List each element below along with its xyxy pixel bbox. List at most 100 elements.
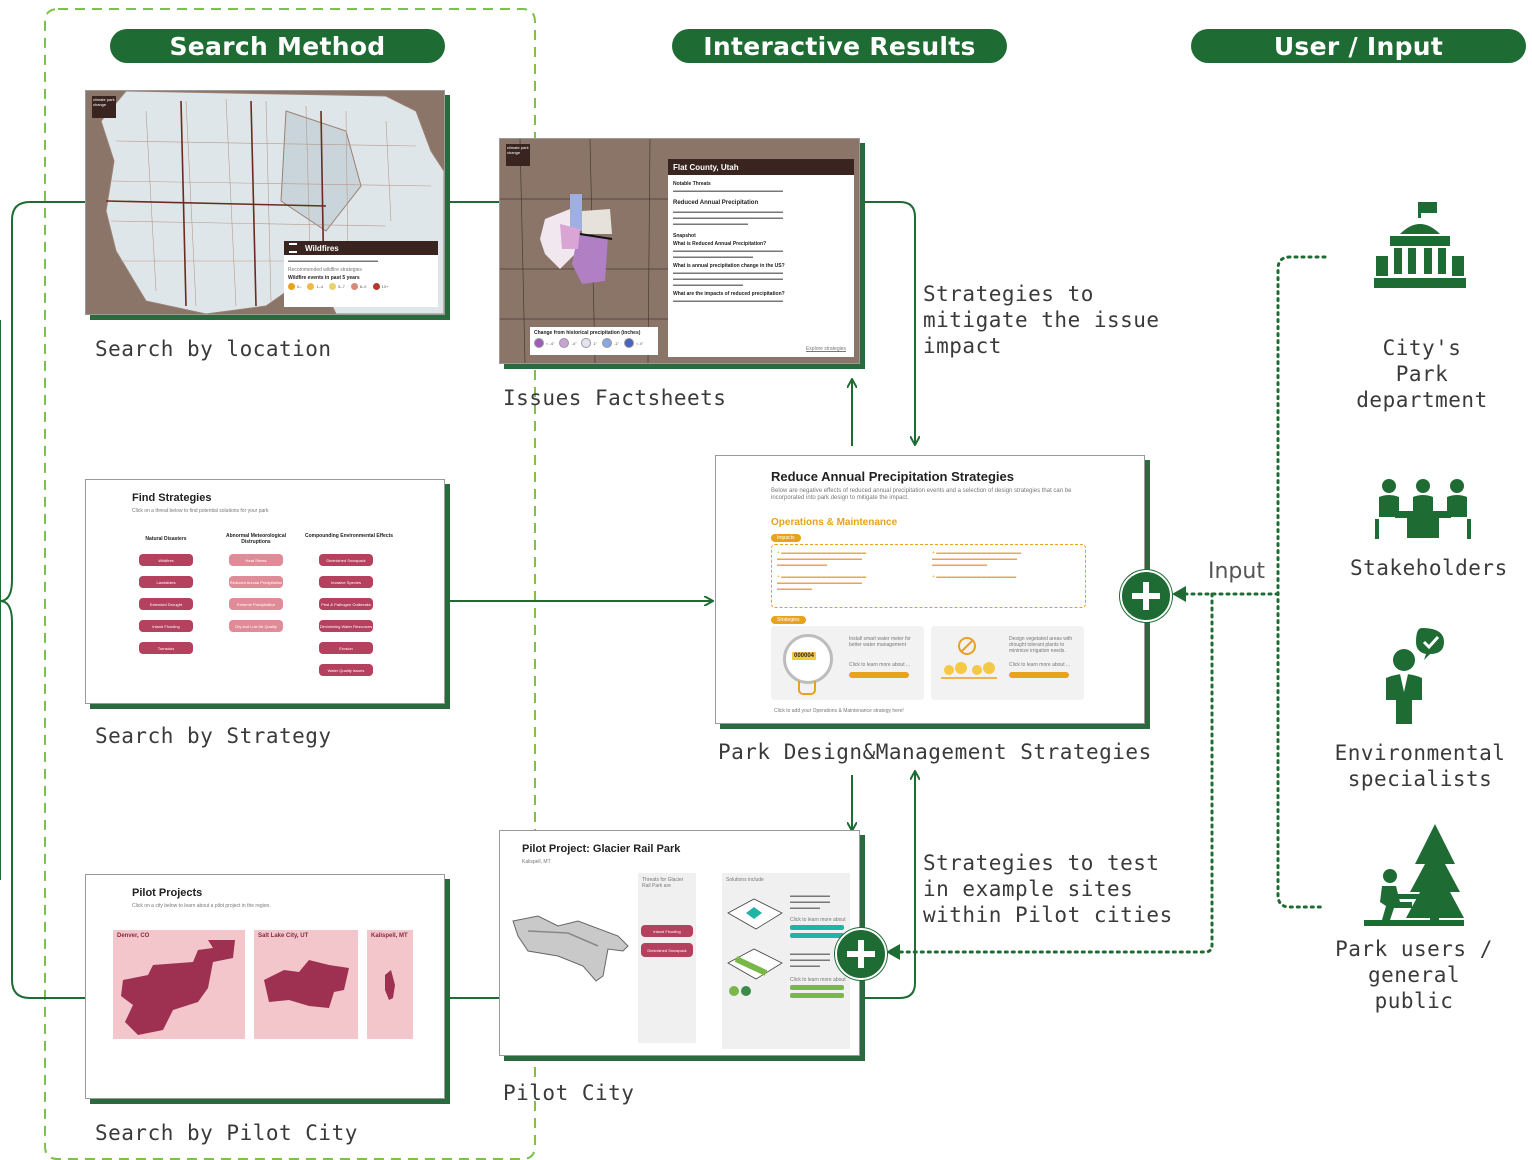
legend-bin-swatch (372, 283, 380, 290)
solution-learn-2[interactable]: Click to learn more about (790, 977, 846, 983)
connector-glacier-design (862, 772, 915, 999)
solution-text-1: ▬▬▬▬▬▬▬▬▬▬▬▬▬▬▬▬▬▬▬▬▬▬ (790, 893, 830, 911)
left-bracket (0, 201, 85, 999)
mitigate-line-3: impact (923, 334, 1002, 358)
mitigate-line-2: mitigate the issue (923, 308, 1160, 332)
threat-chip-flooding[interactable]: Inland Flooding (641, 925, 693, 937)
threat-chip-natural-4[interactable]: Tornados (139, 642, 193, 654)
city-park-line-2: department (1356, 388, 1488, 412)
factsheet-map (500, 139, 670, 363)
glacier-panel[interactable]: Pilot Project: Glacier Rail Park Kalispe… (499, 830, 860, 1056)
card1-text: Install smart water meter for better wat… (849, 636, 911, 648)
pilot-projects-panel[interactable]: Pilot Projects Click on a city below to … (85, 874, 445, 1099)
threat-chip-compounding-0[interactable]: Diminished Snowpack (319, 554, 373, 566)
location-map-panel[interactable]: climate park change Wildfires ▬▬▬▬▬▬▬▬▬▬… (85, 90, 445, 315)
legend-bin-swatch (350, 283, 358, 290)
park-users-line-1: Park users / (1335, 937, 1493, 961)
strategy-card-drought-plants[interactable]: Design vegetated areas with drought tole… (931, 626, 1084, 700)
park-design-panel[interactable]: Reduce Annual Precipitation Strategies B… (715, 455, 1145, 724)
solution-chip-3[interactable] (790, 985, 844, 990)
pilot-projects-subtitle: Click on a city below to learn about a p… (132, 903, 271, 909)
card2-learn-more[interactable]: Click to learn more about ... (1009, 662, 1071, 668)
factsheet-panel[interactable]: climate park change Flat County, Utah No… (499, 138, 860, 364)
design-intro: Below are negative effects of reduced an… (771, 488, 1072, 501)
precip-legend-title: Change from historical precipitation (in… (534, 330, 641, 336)
park-department-icon (1374, 202, 1466, 288)
strategy-card-water-meter[interactable]: 000004 Install smart water meter for bet… (771, 626, 924, 700)
legend-bin: 10+ (372, 283, 388, 290)
glacier-site-map (512, 915, 629, 982)
denver-shape (121, 940, 235, 1035)
threat-chip-natural-3[interactable]: Inland Flooding (139, 620, 193, 632)
threats-column: Threats for Glacier Rail Park are Inland… (638, 873, 696, 1043)
threat-chip-natural-1[interactable]: Landslides (139, 576, 193, 588)
precip-bin-swatch (581, 338, 592, 348)
impacts-tag: Impacts (771, 534, 801, 542)
col-abnormal: Abnormal Meteorological Distruptions (225, 533, 286, 545)
design-title: Reduce Annual Precipitation Strategies (771, 469, 1014, 484)
threat-chip-abnormal-3[interactable]: Dry and Low Air Quality (229, 620, 283, 632)
explore-link[interactable]: Explore strategies (805, 346, 846, 352)
park-users-icon (1364, 824, 1464, 926)
solution-chip-4[interactable] (790, 993, 844, 998)
section-title: Reduced Annual Precipitation (673, 200, 759, 206)
threat-chip-abnormal-2[interactable]: Extreme Precipitation (229, 598, 283, 610)
design-footer[interactable]: Click to add your Operations & Maintenan… (774, 708, 904, 714)
legend-bin-label: 8–9 (359, 284, 367, 289)
factsheet-card: Flat County, Utah Notable Threats ▬▬▬▬▬▬… (668, 159, 854, 357)
threat-chip-compounding-5[interactable]: Water Quality Issues (319, 664, 373, 676)
threat-chip-compounding-2[interactable]: Pest & Pathogen Outbreaks (319, 598, 373, 610)
wildfire-legend: Wildfires ▬▬▬▬▬▬▬▬▬▬▬▬▬▬▬▬▬▬ Recommended… (284, 241, 438, 307)
precip-bin-label: -4" (571, 340, 577, 346)
find-strategies-panel[interactable]: Find Strategies Click on a threat below … (85, 479, 445, 704)
city-park-line-1: City's Park (1382, 336, 1462, 386)
threat-chip-abnormal-1[interactable]: Reduced Annual Precipitation (229, 576, 283, 588)
snapshot-label: Snapshot (673, 233, 696, 239)
faq-3: What are the impacts of reduced precipit… (673, 291, 785, 297)
card1-chip[interactable] (849, 672, 909, 678)
col-natural-disasters: Natural Disasters (145, 536, 187, 542)
threat-chip-abnormal-0[interactable]: Heat Stress (229, 554, 283, 566)
legend-bin: 0– (288, 283, 301, 290)
add-input-design-button[interactable] (1120, 570, 1172, 622)
header-search-method: Search Method (110, 29, 445, 63)
precip-bin-label: 1" (593, 340, 598, 346)
solution-chip-2[interactable] (790, 933, 844, 938)
add-input-pilot-button[interactable] (835, 928, 887, 980)
glacier-title: Pilot Project: Glacier Rail Park (522, 843, 681, 855)
legend-link[interactable]: Recommended wildfire strategies (288, 267, 362, 273)
solution-learn-1[interactable]: Click to learn more about (790, 917, 846, 923)
water-meter-icon: 000004 (783, 634, 833, 684)
solutions-label: Solutions include (726, 877, 764, 883)
legend-bin: 5–7 (329, 283, 345, 290)
header-user-input: User / Input (1191, 29, 1526, 63)
threat-chip-compounding-1[interactable]: Invasive Species (319, 576, 373, 588)
city-card-denver[interactable]: Denver, CO (113, 930, 245, 1039)
card1-learn-more[interactable]: Click to learn more about ... (849, 662, 911, 668)
legend-bin-swatch (307, 283, 315, 290)
solutions-column: Solutions include ▬▬▬▬▬▬▬▬▬▬▬▬▬▬▬▬▬▬▬▬▬▬… (722, 873, 850, 1049)
precip-bin: 1" (581, 338, 597, 348)
precip-bin: -1" (602, 338, 619, 348)
section-operations: Operations & Maintenance (771, 517, 898, 528)
threat-chip-snowpack[interactable]: Diminished Snowpack (641, 943, 693, 957)
threat-chip-natural-2[interactable]: Extended Drought (139, 598, 193, 610)
threat-chip-compounding-3[interactable]: Diminishing Water Resources (319, 620, 373, 632)
precip-bin-label: -1" (614, 340, 620, 346)
legend-sub: Wildfire events in past 5 years (288, 275, 360, 281)
threat-chip-natural-0[interactable]: Wildfires (139, 554, 193, 566)
find-strategies-subtitle: Click on a threat below to find potentia… (132, 508, 269, 514)
solutions-isometric (727, 898, 783, 996)
label-park-users: Park users / general public (1324, 936, 1504, 1014)
city-card-salt-lake[interactable]: Salt Lake City, UT (254, 930, 358, 1039)
precip-bin-swatch (624, 338, 635, 348)
meter-base (798, 681, 816, 695)
card2-chip[interactable] (1009, 672, 1069, 678)
label-strategies-mitigate: Strategies to mitigate the issue impact (923, 281, 1160, 359)
threat-chip-compounding-4[interactable]: Erosion (319, 642, 373, 654)
solution-chip-1[interactable] (790, 925, 844, 930)
strategies-tag: Strategies (771, 616, 806, 624)
threats-label: Threats for Glacier Rail Park are (642, 877, 684, 889)
city-card-kalispell[interactable]: Kalispell, MT (367, 930, 413, 1039)
